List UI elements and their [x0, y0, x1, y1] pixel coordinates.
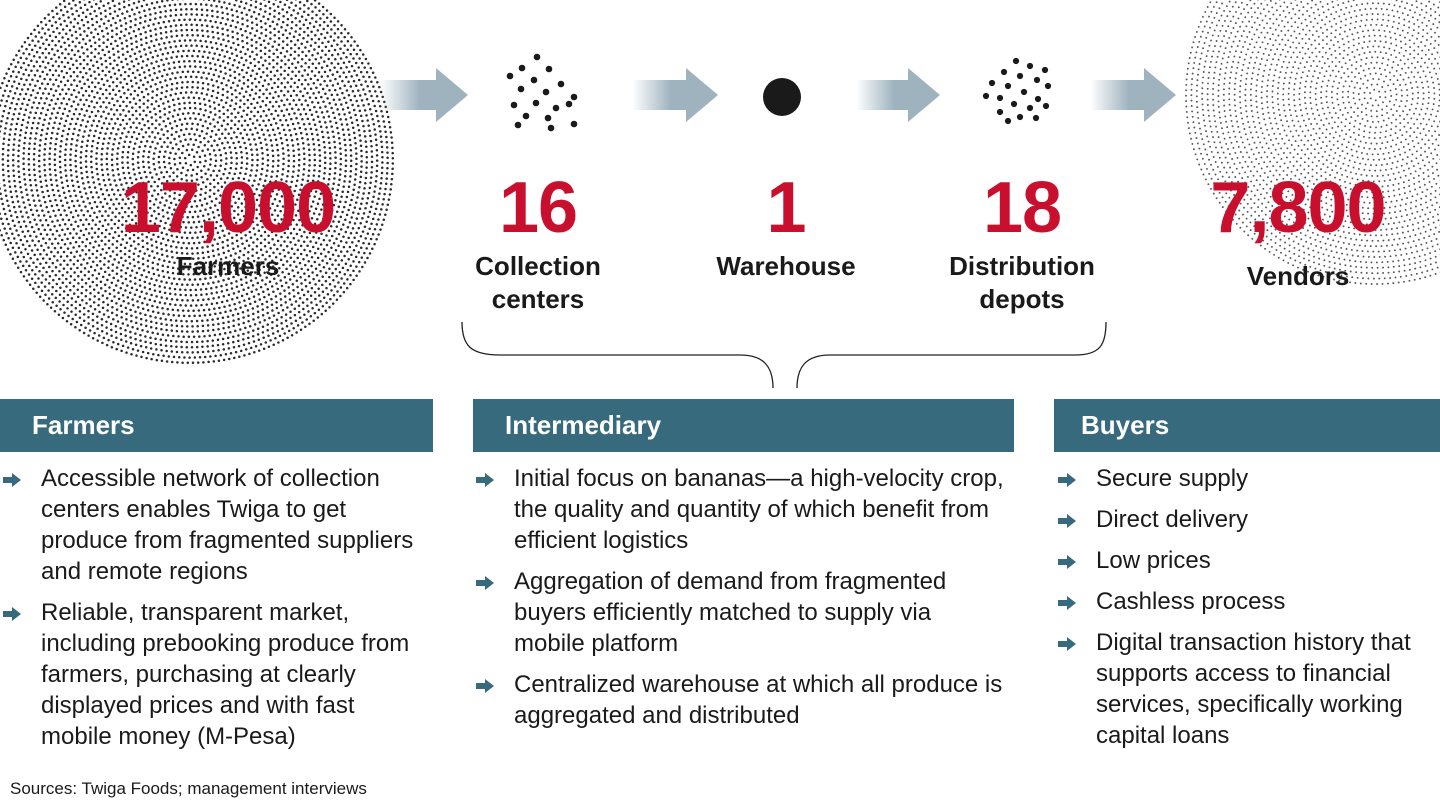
list-item: Accessible network of collection centers… — [3, 463, 423, 587]
stat-collection-centers-label: Collection centers — [475, 251, 601, 314]
collection-centers-dot-cluster — [506, 53, 578, 132]
buyers-panel-title: Buyers — [1081, 410, 1170, 440]
stat-distribution-depots: 18 Distribution depots — [872, 172, 1172, 316]
stat-collection-centers-number: 16 — [498, 168, 578, 248]
stat-vendors-number: 7,800 — [1210, 168, 1386, 248]
buyers-benefit-list: Secure supply Direct delivery Low prices… — [1058, 463, 1438, 761]
stat-warehouse-number: 1 — [766, 168, 806, 248]
arrow-bullet-icon — [1058, 555, 1076, 569]
intermediary-benefit-list: Initial focus on bananas—a high-velocity… — [476, 463, 1006, 741]
stat-distribution-depots-label: Distribution depots — [949, 251, 1095, 314]
list-item-text: Accessible network of collection centers… — [41, 465, 414, 585]
arrow-bullet-icon — [3, 473, 21, 487]
list-item: Direct delivery — [1058, 504, 1438, 535]
list-item: Aggregation of demand from fragmented bu… — [476, 566, 1006, 659]
list-item: Secure supply — [1058, 463, 1438, 494]
arrow-bullet-icon — [476, 473, 494, 487]
source-note: Sources: Twiga Foods; management intervi… — [10, 779, 367, 798]
stat-farmers-number: 17,000 — [120, 168, 336, 248]
stat-vendors: 7,800 Vendors — [1148, 172, 1440, 293]
arrow-bullet-icon — [476, 679, 494, 693]
intermediary-brace — [461, 321, 1107, 389]
farmers-panel-header: Farmers — [0, 399, 433, 452]
farmers-benefit-list: Accessible network of collection centers… — [3, 463, 423, 762]
intermediary-panel-title: Intermediary — [505, 410, 662, 440]
list-item-text: Low prices — [1096, 547, 1211, 574]
list-item-text: Reliable, transparent market, including … — [41, 599, 410, 750]
list-item-text: Aggregation of demand from fragmented bu… — [514, 568, 947, 657]
warehouse-dot — [763, 78, 801, 116]
stat-collection-centers: 16 Collection centers — [388, 172, 688, 316]
vendors-dot-field — [1185, 0, 1440, 285]
farmers-panel-title: Farmers — [32, 410, 135, 440]
flow-arrow-2 — [632, 68, 718, 122]
list-item: Cashless process — [1058, 586, 1438, 617]
arrow-bullet-icon — [1058, 637, 1076, 651]
arrow-bullet-icon — [3, 607, 21, 621]
list-item: Reliable, transparent market, including … — [3, 597, 423, 752]
stat-distribution-depots-number: 18 — [982, 168, 1062, 248]
farmers-dot-field — [0, 0, 395, 365]
arrow-bullet-icon — [476, 576, 494, 590]
list-item: Low prices — [1058, 545, 1438, 576]
stat-farmers: 17,000 Farmers — [78, 172, 378, 283]
stat-farmers-label: Farmers — [176, 251, 280, 281]
distribution-depots-dot-cluster — [982, 57, 1052, 125]
flow-arrow-1 — [380, 68, 468, 122]
buyers-panel-header: Buyers — [1054, 399, 1440, 452]
arrow-bullet-icon — [1058, 596, 1076, 610]
arrow-bullet-icon — [1058, 514, 1076, 528]
stat-vendors-label: Vendors — [1246, 261, 1350, 291]
list-item-text: Digital transaction history that support… — [1096, 629, 1411, 749]
intermediary-panel-header: Intermediary — [473, 399, 1014, 452]
arrow-bullet-icon — [1058, 473, 1076, 487]
stat-warehouse-label: Warehouse — [716, 251, 856, 281]
list-item-text: Direct delivery — [1096, 506, 1249, 533]
list-item: Centralized warehouse at which all produ… — [476, 669, 1006, 731]
list-item-text: Initial focus on bananas—a high-velocity… — [514, 465, 1004, 554]
list-item: Digital transaction history that support… — [1058, 627, 1438, 751]
list-item-text: Cashless process — [1096, 588, 1286, 615]
list-item-text: Secure supply — [1096, 465, 1249, 492]
list-item-text: Centralized warehouse at which all produ… — [514, 671, 1003, 729]
flow-arrow-4 — [1090, 68, 1176, 122]
stat-warehouse: 1 Warehouse — [636, 172, 936, 283]
flow-arrow-3 — [856, 68, 940, 122]
list-item: Initial focus on bananas—a high-velocity… — [476, 463, 1006, 556]
